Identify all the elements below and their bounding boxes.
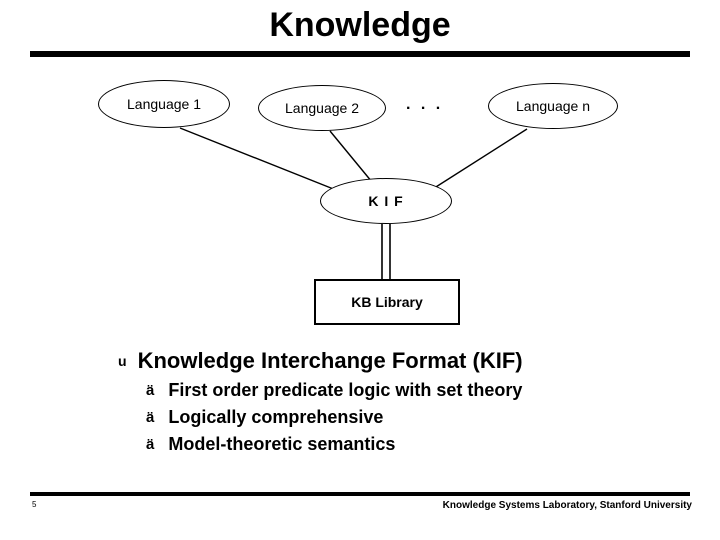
node-language-1: Language 1 (98, 80, 230, 128)
footer-credit: Knowledge Systems Laboratory, Stanford U… (442, 500, 692, 511)
arrow-bullet-icon: ä (146, 409, 155, 426)
bullet-level1-text: Knowledge Interchange Format (KIF) (137, 348, 523, 373)
bullet-level2-item: ä Logically comprehensive (146, 407, 720, 428)
edge-lang2-kif (329, 130, 373, 183)
diamond-bullet-icon: u (118, 353, 127, 369)
bullet-level2-item: ä First order predicate logic with set t… (146, 380, 720, 401)
node-language-2: Language 2 (258, 85, 386, 131)
footer-divider (30, 492, 690, 496)
edge-lang1-kif (179, 127, 347, 195)
bullet-level2-item: ä Model-theoretic semantics (146, 434, 720, 455)
node-kif: K I F (320, 178, 452, 224)
edge-langn-kif (427, 128, 528, 193)
bullet-level2-text: First order predicate logic with set the… (168, 380, 523, 400)
bullet-level2-text: Logically comprehensive (168, 407, 384, 427)
node-kb-library: KB Library (314, 279, 460, 325)
node-language-n: Language n (488, 83, 618, 129)
arrow-bullet-icon: ä (146, 382, 155, 399)
page-title: Knowledge (269, 6, 451, 44)
arrow-bullet-icon: ä (146, 436, 155, 453)
bullet-level1: u Knowledge Interchange Format (KIF) (118, 348, 720, 374)
ellipsis-label: . . . (406, 96, 444, 113)
page-number: 5 (32, 500, 37, 509)
bullet-list: u Knowledge Interchange Format (KIF) ä F… (0, 348, 720, 455)
bullet-level2-text: Model-theoretic semantics (168, 434, 396, 454)
title-divider (30, 51, 690, 57)
